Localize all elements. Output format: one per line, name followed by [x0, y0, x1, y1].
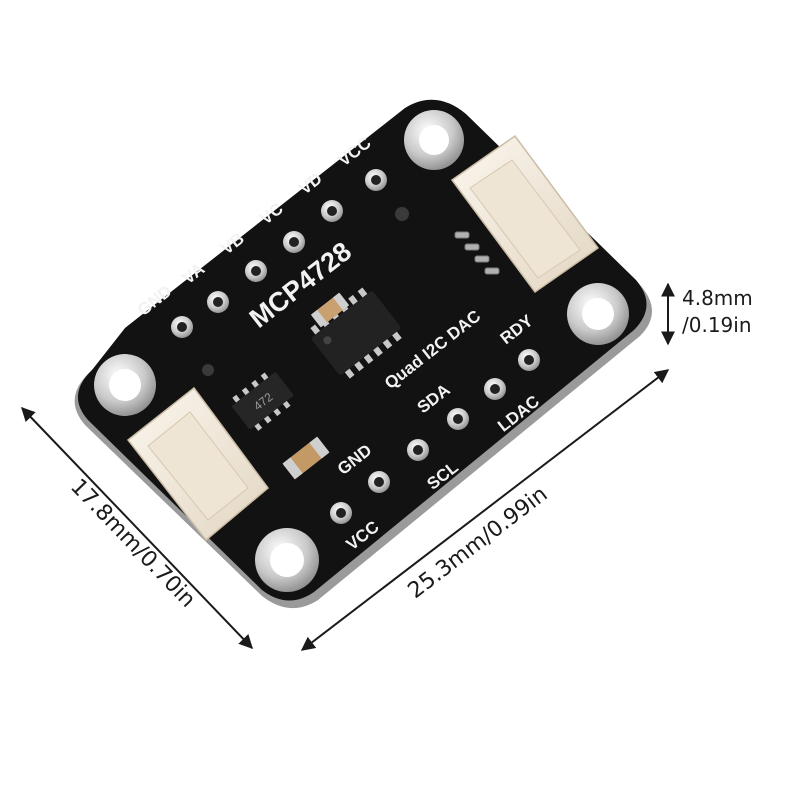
mounting-hole-right [567, 283, 629, 345]
pin-pad-gnd-side [368, 471, 390, 493]
pin-pad-vd [321, 200, 343, 222]
qwiic-connector-right [450, 134, 600, 294]
mounting-hole-left [94, 354, 156, 416]
pin-pad-vb [245, 260, 267, 282]
dimension-thickness: 4.8mm /0.19in [661, 282, 753, 346]
pin-pad-rdy [518, 349, 540, 371]
capacitor-top [310, 292, 350, 328]
mounting-hole-top [404, 110, 464, 170]
pin-pad-va [207, 291, 229, 313]
pin-pad-vc [283, 231, 305, 253]
thickness-in-label: /0.19in [682, 313, 752, 337]
pin-pad-vcc-side [330, 502, 352, 524]
pin-pad-sda [447, 408, 469, 430]
top-pin-pads [171, 169, 387, 338]
pin-pad-gnd-top [171, 316, 193, 338]
pin-pad-vcc-top [365, 169, 387, 191]
pin-pad-ldac [484, 378, 506, 400]
pin-pad-scl [407, 439, 429, 461]
vias [202, 207, 409, 376]
thickness-mm-label: 4.8mm [682, 286, 753, 310]
mounting-hole-bottom [255, 528, 319, 592]
